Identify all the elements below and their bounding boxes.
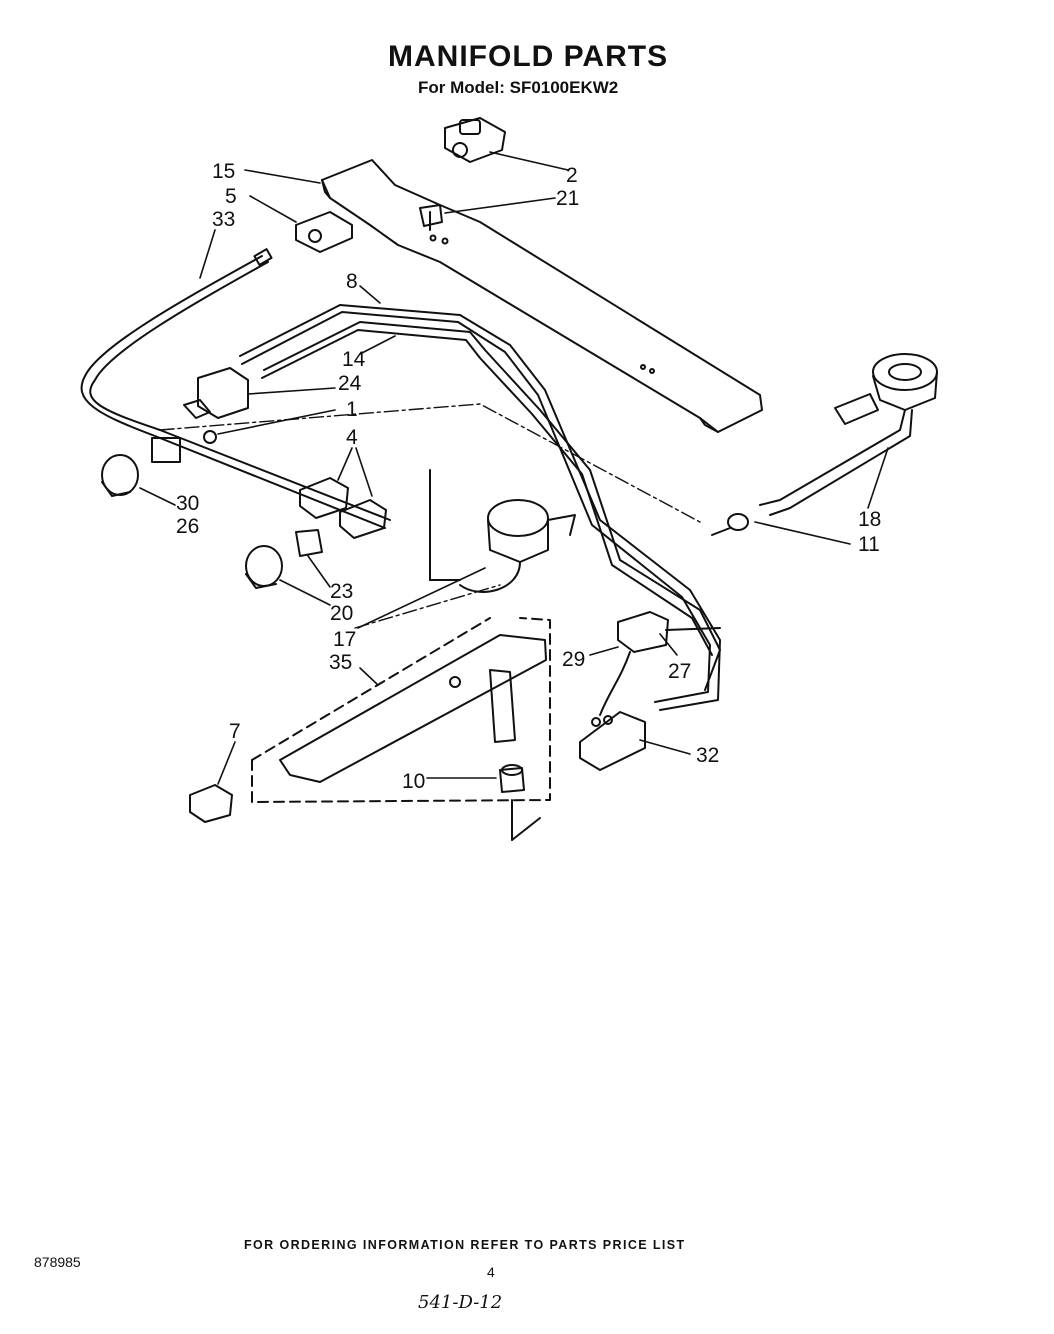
main-burner — [759, 353, 938, 516]
document-number: 878985 — [34, 1254, 81, 1270]
page-number: 4 — [487, 1264, 495, 1280]
callout-1: 1 — [346, 398, 358, 421]
callout-32: 32 — [696, 744, 719, 767]
center-line — [159, 403, 701, 523]
burner-valve — [183, 367, 249, 444]
thermostat-bracket — [599, 611, 721, 716]
callout-33: 33 — [212, 208, 235, 231]
mounting-clip — [189, 784, 233, 823]
control-knob-2 — [245, 529, 323, 589]
valve-pair — [299, 477, 387, 539]
callout-11: 11 — [858, 533, 880, 556]
orifice-fitting — [711, 513, 749, 536]
callout-20: 20 — [330, 602, 353, 625]
page-title: MANIFOLD PARTS — [388, 40, 669, 73]
callout-10: 10 — [402, 770, 425, 793]
manifold-bracket — [321, 159, 763, 433]
callout-35: 35 — [329, 651, 352, 674]
burner-bracket — [251, 617, 551, 803]
callout-30: 30 — [176, 492, 199, 515]
callout-24: 24 — [338, 372, 362, 395]
handwritten-code: 541-D-12 — [418, 1292, 503, 1313]
callout-15: 15 — [212, 160, 235, 183]
callout-8: 8 — [346, 270, 358, 293]
bracket-part — [295, 211, 353, 253]
model-subtitle: For Model: SF0100EKW2 — [418, 78, 619, 97]
callout-21: 21 — [556, 187, 579, 210]
callout-17: 17 — [333, 628, 356, 651]
callout-29: 29 — [562, 648, 585, 671]
callout-27: 27 — [668, 660, 691, 683]
callout-26: 26 — [176, 515, 199, 538]
simmer-burner — [429, 469, 576, 593]
callout-4: 4 — [346, 426, 358, 449]
valve-part — [444, 117, 506, 163]
gas-tube — [80, 248, 391, 529]
leader-lines — [139, 151, 889, 785]
clip-part — [419, 204, 443, 231]
ordering-note: FOR ORDERING INFORMATION REFER TO PARTS … — [244, 1238, 686, 1252]
control-knob — [101, 437, 181, 497]
callout-14: 14 — [342, 348, 366, 371]
feed-tube — [239, 304, 721, 711]
center-line-2 — [354, 584, 501, 629]
callout-23: 23 — [330, 580, 353, 603]
callout-5: 5 — [225, 185, 237, 208]
inner-tube — [261, 321, 721, 691]
regulator — [579, 711, 646, 771]
callout-18: 18 — [858, 508, 881, 531]
callout-2: 2 — [566, 164, 578, 187]
callout-7: 7 — [229, 720, 241, 743]
orifice — [499, 764, 541, 841]
